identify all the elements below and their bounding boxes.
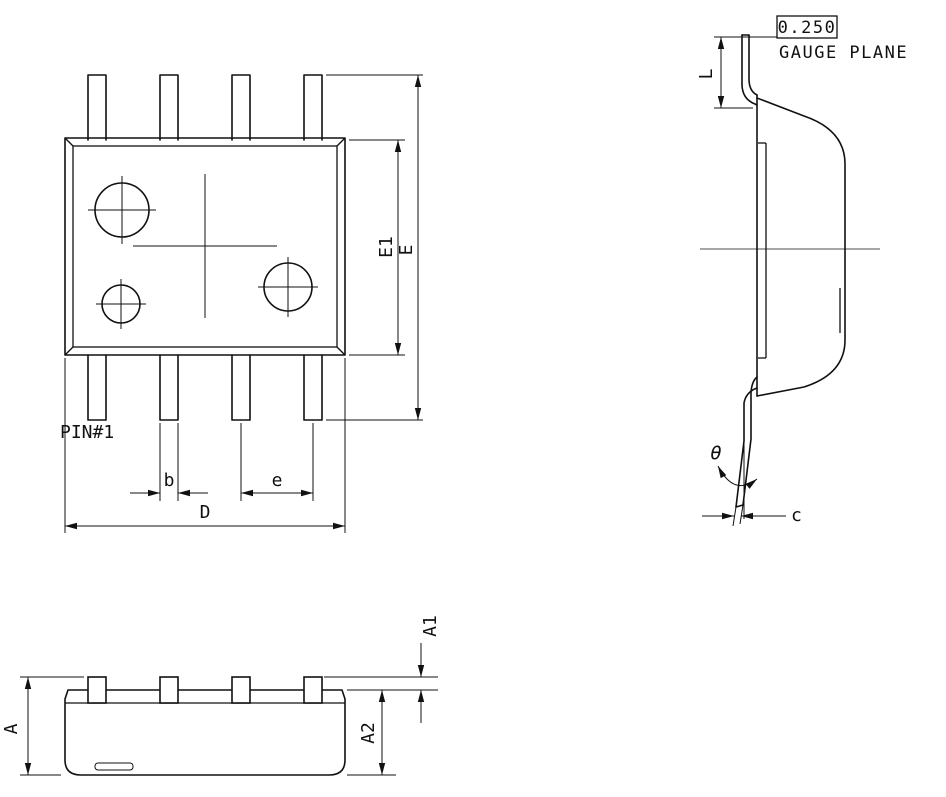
dim-label-b: b [164, 470, 175, 491]
center-mark [133, 174, 277, 318]
gauge-value: 0.250 [778, 18, 837, 38]
pin [231, 354, 251, 421]
pin1-indicator-circle [88, 176, 156, 244]
mold-mark-circle [96, 279, 146, 329]
dim-label-e1: E1 [376, 236, 397, 258]
dim-D: D [64, 358, 346, 533]
dim-L: L [696, 37, 753, 109]
dim-e: e [240, 423, 314, 501]
pin [303, 676, 323, 704]
dim-A1: A1 [324, 615, 441, 723]
pin [303, 354, 323, 421]
package-body-outline [64, 137, 346, 356]
mold-mark-circle [258, 257, 318, 317]
gauge-value-box [776, 15, 838, 39]
dim-A2: A2 [347, 690, 396, 776]
dim-label-c: c [791, 505, 802, 526]
pin [159, 354, 179, 421]
gauge-plane-callout: 0.250 GAUGE PLANE [714, 15, 908, 63]
pin [231, 676, 251, 704]
front-view-pins [87, 676, 323, 704]
side-view: 0.250 GAUGE PLANE [696, 15, 908, 527]
gauge-plane-label: GAUGE PLANE [779, 43, 908, 63]
top-view: E1 E D b e [60, 74, 423, 533]
ext-line [732, 506, 737, 527]
front-view: A A1 A2 [1, 615, 441, 776]
dim-c: c [702, 504, 802, 527]
pin [159, 676, 179, 704]
bottom-notch [94, 762, 134, 771]
dim-label-a: A [1, 723, 22, 734]
dim-E: E [326, 74, 423, 421]
lead-top [741, 34, 758, 106]
dim-label-l: L [696, 68, 717, 79]
front-body-outline [64, 689, 346, 776]
pin [303, 74, 323, 141]
pin [87, 74, 107, 141]
dim-b: b [130, 423, 208, 501]
top-view-pins-top [87, 74, 323, 141]
dim-label-e-pitch: e [272, 470, 283, 491]
pin [87, 354, 107, 421]
pin [231, 74, 251, 141]
angle-arc [717, 465, 758, 489]
dim-A: A [1, 676, 84, 776]
side-body-outline [756, 94, 846, 397]
dim-label-a2: A2 [358, 722, 379, 744]
pin1-label: PIN#1 [60, 422, 114, 443]
dim-label-theta: θ [710, 442, 721, 464]
dim-label-d: D [200, 502, 211, 523]
lead-bottom [735, 376, 758, 508]
top-view-pins-bottom [87, 354, 323, 421]
dim-theta: θ [710, 441, 758, 519]
pin [159, 74, 179, 141]
dim-E1: E1 [349, 139, 405, 356]
dim-label-e: E [396, 245, 417, 256]
dim-label-a1: A1 [420, 615, 441, 637]
ext-line [739, 504, 744, 525]
pin [87, 676, 107, 704]
